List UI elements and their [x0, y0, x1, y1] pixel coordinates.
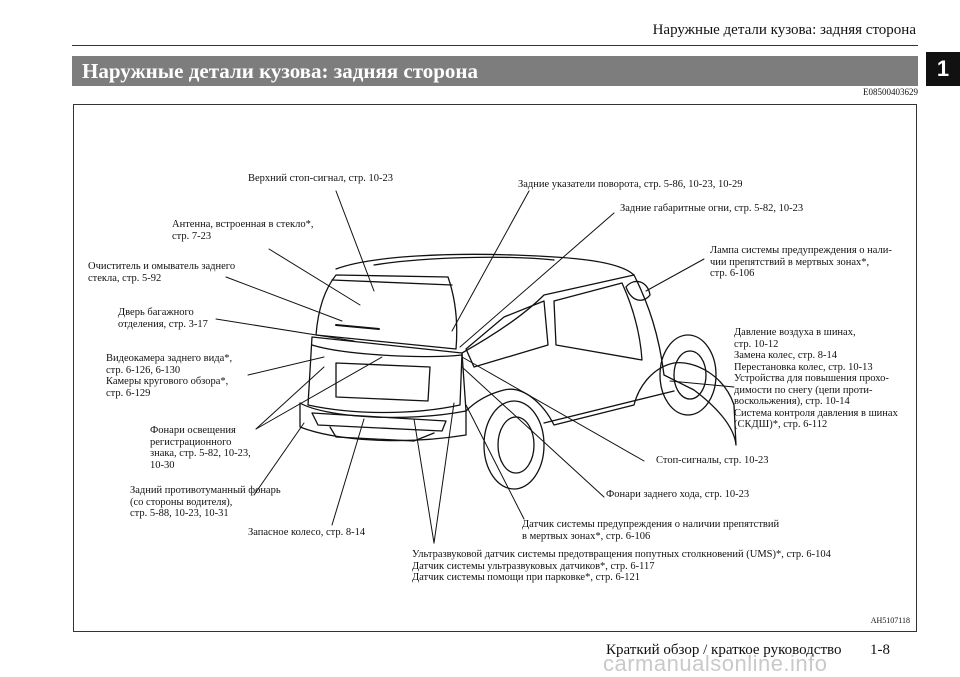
chapter-tab: 1: [926, 52, 960, 86]
front-side-window: [553, 282, 643, 361]
leader-lines: [215, 190, 735, 544]
side-mirror: [625, 280, 651, 301]
spoiler: [331, 279, 453, 286]
roof-rail: [373, 256, 555, 266]
rear-side-window: [465, 300, 549, 368]
watermark: carmanualsonline.info: [603, 651, 828, 676]
figure-code: AH5107118: [870, 616, 910, 625]
label-tailgate: Дверь багажного отделения, стр. 3-17: [118, 307, 208, 330]
car-rear-illustration: [215, 190, 737, 544]
label-stop-lamps: Стоп-сигналы, стр. 10-23: [656, 455, 769, 466]
rear-window: [315, 274, 458, 350]
header-rule: [72, 45, 918, 46]
label-reverse-lamps: Фонари заднего хода, стр. 10-23: [606, 489, 750, 500]
section-title: Наружные детали кузова: задняя сторона: [72, 56, 918, 86]
side-step: [543, 390, 675, 424]
running-header: Наружные детали кузова: задняя сторона: [652, 22, 916, 38]
rear-exterior-figure: Верхний стоп-сигнал, стр. 10-23 Задние у…: [73, 104, 917, 632]
label-camera: Видеокамера заднего вида*, стр. 6-126, 6…: [106, 353, 233, 399]
label-antenna: Антенна, встроенная в стекло*, стр. 7-23: [172, 219, 314, 242]
label-rear-stop-lamp: Верхний стоп-сигнал, стр. 10-23: [248, 173, 393, 184]
car-roof: [335, 253, 635, 276]
label-wiper: Очиститель и омыватель заднего стекла, с…: [88, 261, 236, 284]
lower-skirt: [329, 426, 435, 442]
rear-bumper: [299, 402, 467, 442]
license-plate-area: [335, 362, 431, 402]
page-number: 1-8: [870, 642, 890, 658]
tail-lamp-bar: [311, 344, 463, 358]
label-license-lamps: Фонари освещения регистрационного знака,…: [150, 425, 251, 471]
label-blind-spot-lamp: Лампа системы предупреждения о нали- чии…: [710, 245, 892, 279]
rear-wheel: [483, 400, 545, 490]
label-spare-wheel: Запасное колесо, стр. 8-14: [248, 527, 366, 538]
front-wheel-rim: [673, 350, 707, 400]
label-turn-signals: Задние указатели поворота, стр. 5-86, 10…: [518, 179, 743, 190]
label-tire-pressure: Давление воздуха в шинах, стр. 10-12 Зам…: [734, 327, 898, 430]
footer-text: Краткий обзор / краткое руководство: [606, 642, 842, 658]
tailgate-body: [307, 336, 463, 414]
doc-code: E08500403629: [863, 87, 918, 97]
side-body: [461, 274, 737, 446]
rear-wheel-rim: [497, 416, 535, 474]
diffuser: [311, 412, 447, 432]
label-bsw-sensor: Датчик системы предупреждения о наличии …: [522, 519, 780, 542]
label-ultrasonic: Ультразвуковой датчик системы предотвращ…: [412, 549, 831, 583]
label-fog-lamp: Задний противотуманный фонарь (со сторон…: [130, 485, 281, 519]
front-wheel: [659, 334, 717, 416]
label-tail-lights: Задние габаритные огни, стр. 5-82, 10-23: [620, 203, 804, 214]
wiper-arm: [335, 324, 380, 330]
